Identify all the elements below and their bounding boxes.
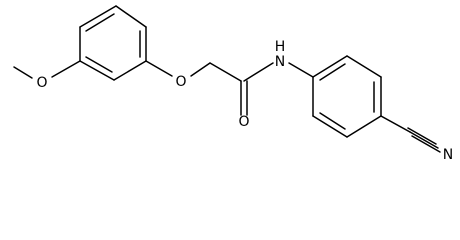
amide-nitrogen-label: N <box>275 54 285 70</box>
aryl-ether-bond <box>145 60 173 77</box>
aromatic-double-bond <box>85 56 113 73</box>
methyl-bond <box>13 66 33 79</box>
acetamide-fragment: O H N <box>209 39 314 130</box>
methoxy-group: O <box>13 60 81 91</box>
ring-bond <box>79 60 115 81</box>
ring-bond <box>115 5 147 28</box>
nitrile-nitrogen-label: N <box>443 147 453 163</box>
chemical-structure-diagram: O O O H N <box>13 5 453 163</box>
aromatic-double-bond <box>85 13 115 32</box>
ring-bond <box>346 55 382 78</box>
ether-linker: O <box>145 60 211 90</box>
methoxy-oxygen-label: O <box>36 75 47 91</box>
methoxyphenyl-ring <box>79 5 147 81</box>
ring-bond <box>312 55 348 78</box>
methylene-carbonyl-bond <box>209 62 242 82</box>
aromatic-double-bond <box>319 63 346 81</box>
aryl-nitrile-bond <box>380 115 411 133</box>
ether-oxygen-label: O <box>175 74 186 90</box>
aromatic-double-bond <box>319 112 346 130</box>
ether-methylene-bond <box>190 62 211 77</box>
aryl-oxygen-bond <box>51 60 81 78</box>
amide-hydrogen-label: H <box>275 39 286 55</box>
ring-bond <box>113 60 147 81</box>
nitrile-triple-bond-lower <box>411 135 441 153</box>
ring-bond <box>312 115 348 138</box>
nitrogen-aryl-bond <box>288 62 314 78</box>
nitrile-group: N <box>380 115 453 163</box>
cyanophenyl-ring <box>312 55 382 138</box>
structure-canvas: O O O H N <box>13 5 454 163</box>
ring-bond <box>346 115 382 138</box>
ring-bond <box>79 5 117 28</box>
carbonyl-oxygen-label: O <box>238 114 249 130</box>
carbonyl-nitrogen-bond <box>243 62 274 82</box>
nitrile-triple-bond-center <box>409 131 439 149</box>
nitrile-triple-bond-upper <box>407 127 437 145</box>
